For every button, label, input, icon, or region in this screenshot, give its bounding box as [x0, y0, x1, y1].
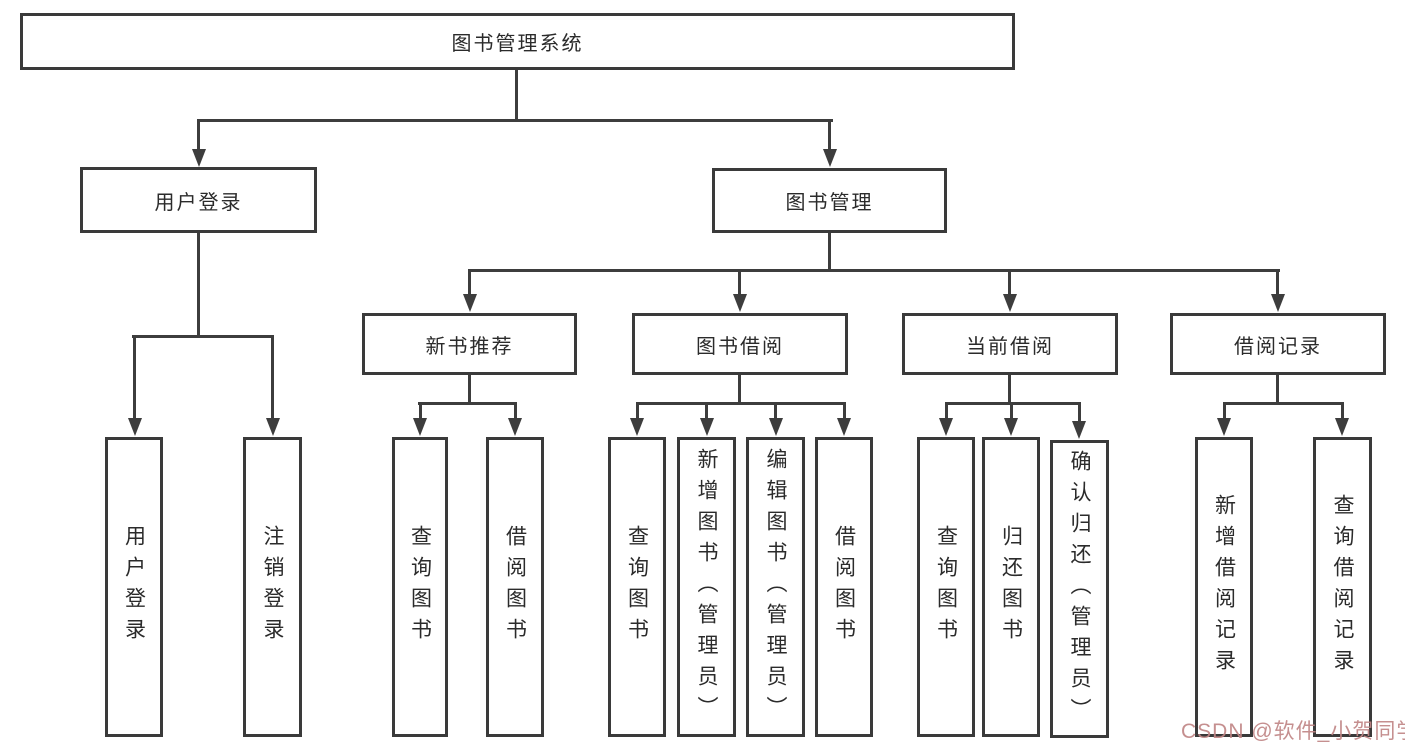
node-book-management: 图书管理	[712, 168, 947, 233]
connector-line	[197, 119, 200, 150]
connector-line	[738, 375, 741, 404]
leaf-query-book-current-label: 查询图书	[934, 525, 958, 649]
node-book-borrowing: 图书借阅	[632, 313, 848, 375]
arrow-down-icon	[1271, 294, 1285, 312]
node-root-label: 图书管理系统	[451, 33, 584, 55]
leaf-logout-label: 注销登录	[261, 525, 284, 649]
connector-line	[828, 233, 831, 272]
arrow-down-icon	[1072, 421, 1086, 439]
node-root: 图书管理系统	[20, 13, 1015, 70]
leaf-logout: 注销登录	[243, 437, 302, 737]
leaf-query-book-current: 查询图书	[917, 437, 975, 737]
leaf-add-book-admin: 新增图书（管理员）	[677, 437, 736, 737]
connector-line	[1223, 402, 1344, 405]
connector-line	[738, 269, 741, 295]
node-user-login: 用户登录	[80, 167, 317, 233]
arrow-down-icon	[1217, 418, 1231, 436]
connector-line	[515, 70, 518, 120]
connector-line	[468, 375, 471, 404]
arrow-down-icon	[733, 294, 747, 312]
connector-line	[636, 402, 639, 419]
arrow-down-icon	[1003, 294, 1017, 312]
arrow-down-icon	[939, 418, 953, 436]
connector-line	[1276, 269, 1279, 295]
arrow-down-icon	[823, 149, 837, 167]
connector-line	[636, 402, 845, 405]
leaf-borrow-book-recommend-label: 借阅图书	[503, 525, 527, 649]
connector-line	[514, 402, 517, 419]
node-new-book-recommend: 新书推荐	[362, 313, 577, 375]
arrow-down-icon	[1335, 418, 1349, 436]
arrow-down-icon	[463, 294, 477, 312]
node-user-login-label: 用户登录	[154, 191, 243, 214]
leaf-borrow-book-label: 借阅图书	[832, 525, 856, 649]
connector-line	[1008, 269, 1011, 295]
arrow-down-icon	[128, 418, 142, 436]
arrow-down-icon	[508, 418, 522, 436]
leaf-query-book-borrowing: 查询图书	[608, 437, 666, 737]
connector-line	[468, 269, 471, 295]
leaf-user-login: 用户登录	[105, 437, 163, 737]
connector-line	[945, 402, 948, 419]
connector-line	[705, 402, 708, 419]
node-current-borrowing: 当前借阅	[902, 313, 1118, 375]
node-borrow-records-label: 借阅记录	[1234, 335, 1322, 358]
connector-line	[1008, 375, 1011, 404]
connector-line	[828, 119, 831, 150]
csdn-watermark: CSDN @软件_小贺同学	[1181, 720, 1405, 743]
leaf-add-borrow-record: 新增借阅记录	[1195, 437, 1253, 737]
arrow-down-icon	[266, 418, 280, 436]
arrow-down-icon	[192, 149, 206, 167]
leaf-query-book-recommend: 查询图书	[392, 437, 448, 737]
connector-line	[418, 402, 517, 405]
node-book-borrowing-label: 图书借阅	[696, 335, 784, 358]
arrow-down-icon	[630, 418, 644, 436]
leaf-query-borrow-record-label: 查询借阅记录	[1331, 494, 1354, 680]
leaf-edit-book-admin-label: 编辑图书（管理员）	[764, 447, 787, 727]
leaf-confirm-return-admin: 确认归还（管理员）	[1050, 440, 1109, 738]
connector-line	[197, 119, 833, 122]
leaf-add-book-admin-label: 新增图书（管理员）	[695, 447, 718, 727]
connector-line	[1341, 402, 1344, 419]
connector-line	[774, 402, 777, 419]
connector-line	[1276, 375, 1279, 404]
connector-line	[843, 402, 846, 419]
leaf-confirm-return-admin-label: 确认归还（管理员）	[1068, 449, 1091, 729]
leaf-return-book: 归还图书	[982, 437, 1040, 737]
leaf-query-borrow-record: 查询借阅记录	[1313, 437, 1372, 737]
leaf-query-book-recommend-label: 查询图书	[408, 525, 432, 649]
connector-line	[1223, 402, 1226, 419]
connector-line	[419, 402, 422, 419]
leaf-query-book-borrowing-label: 查询图书	[625, 525, 649, 649]
connector-line	[1078, 402, 1081, 421]
connector-line	[468, 269, 1280, 272]
connector-line	[197, 233, 200, 337]
node-new-book-recommend-label: 新书推荐	[425, 335, 514, 358]
leaf-add-borrow-record-label: 新增借阅记录	[1212, 494, 1236, 680]
leaf-edit-book-admin: 编辑图书（管理员）	[746, 437, 805, 737]
arrow-down-icon	[700, 418, 714, 436]
leaf-return-book-label: 归还图书	[999, 525, 1023, 649]
arrow-down-icon	[837, 418, 851, 436]
arrow-down-icon	[413, 418, 427, 436]
node-current-borrowing-label: 当前借阅	[966, 335, 1054, 358]
connector-line	[132, 335, 274, 338]
connector-line	[133, 335, 136, 419]
node-borrow-records: 借阅记录	[1170, 313, 1386, 375]
connector-line	[1010, 402, 1013, 419]
arrow-down-icon	[769, 418, 783, 436]
arrow-down-icon	[1004, 418, 1018, 436]
leaf-borrow-book-recommend: 借阅图书	[486, 437, 544, 737]
connector-line	[271, 335, 274, 419]
leaf-user-login-label: 用户登录	[122, 525, 146, 649]
leaf-borrow-book: 借阅图书	[815, 437, 873, 737]
node-book-management-label: 图书管理	[785, 192, 874, 214]
